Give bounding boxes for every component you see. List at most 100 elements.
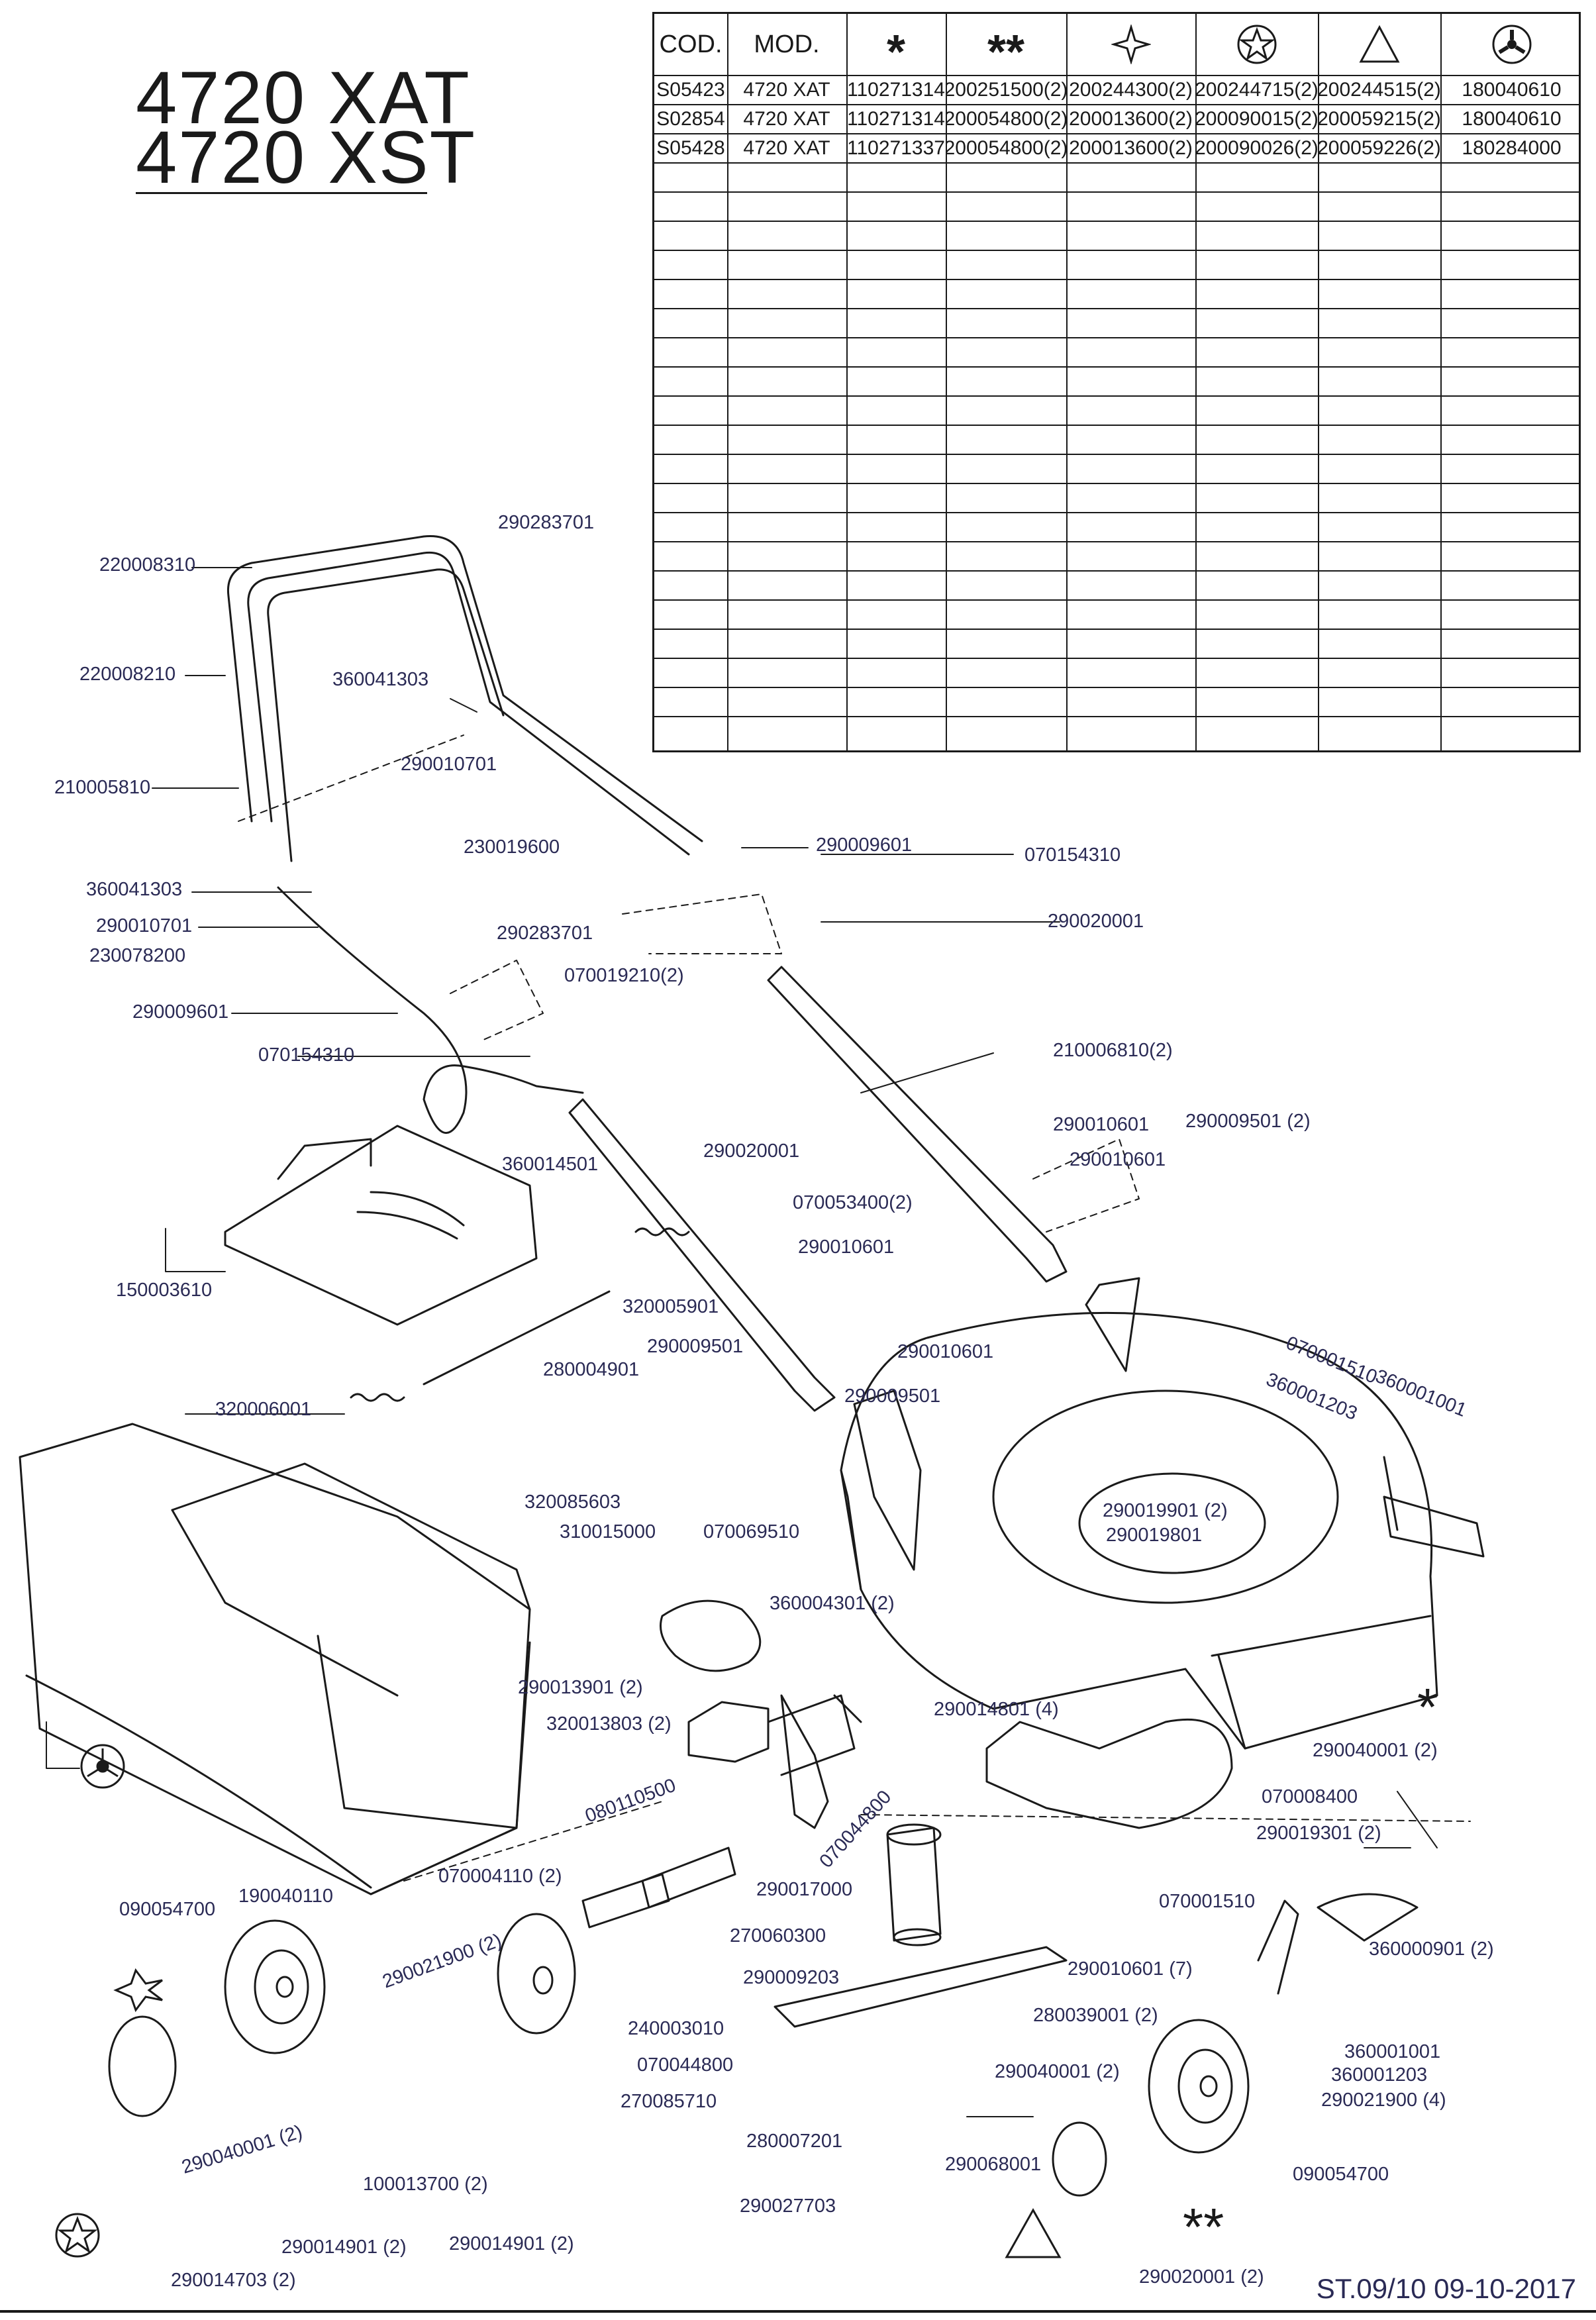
part-label-290021900: 290021900 (2) (379, 1930, 504, 1993)
table-row-divider (654, 250, 1579, 251)
table-cell: 200244715(2) (1195, 79, 1318, 101)
left-rear-wheel (224, 1919, 326, 2054)
table-column-divider (946, 14, 947, 750)
part-label-360001001: 360001001 (1344, 2041, 1440, 2062)
table-row-divider (654, 104, 1579, 105)
diagram-symbol-icons (55, 1744, 1062, 2258)
right-rear-pulley (497, 1913, 576, 2035)
part-label-290040001: 290040001 (2) (1313, 1740, 1438, 1761)
table-cell: 200244515(2) (1318, 79, 1440, 101)
lower-handle-bars (568, 966, 1068, 1412)
blade-adapter (886, 1823, 942, 1946)
title-underline (136, 192, 427, 194)
table-column-divider (1440, 14, 1442, 750)
front-height-adjuster (1257, 1893, 1419, 1995)
table-column-divider (1066, 14, 1068, 750)
table-row-divider (654, 366, 1579, 368)
part-label-070154310: 070154310 (1024, 844, 1121, 866)
table-column-divider (1318, 14, 1319, 750)
part-label-360041303: 360041303 (86, 879, 182, 900)
part-label-100013700: 100013700 (2) (363, 2174, 488, 2195)
part-label-360000901: 360000901 (2) (1369, 1939, 1494, 1960)
table-row-divider (654, 133, 1579, 134)
table-cell: S02854 (656, 108, 725, 130)
model-title-xst: 4720 XST (136, 116, 477, 199)
table-cell: 4720 XAT (743, 79, 830, 101)
drive-lever (780, 1694, 862, 1829)
front-right-wheel (1148, 2019, 1250, 2154)
part-label-230078200: 230078200 (89, 945, 185, 966)
mower-deck (840, 1311, 1438, 1750)
part-label-320085603: 320085603 (524, 1491, 621, 1513)
table-row-divider (654, 658, 1579, 659)
control-cable (277, 886, 584, 1135)
table-cell: 180284000 (1462, 137, 1562, 159)
rear-axle-rod (423, 1290, 611, 1386)
part-label-310015000: 310015000 (560, 1521, 656, 1542)
table-cell: 200054800(2) (946, 137, 1066, 159)
table-cell: S05423 (656, 79, 725, 101)
table-row-divider (654, 191, 1579, 193)
part-label-320006001: 320006001 (215, 1399, 311, 1420)
drive-belt (660, 1599, 762, 1672)
leader-lines (46, 567, 1438, 2117)
table-cell: 4720 XAT (743, 137, 830, 159)
table-row-divider (654, 629, 1579, 630)
part-label-290013901: 290013901 (2) (518, 1677, 643, 1698)
table-row-divider (654, 395, 1579, 397)
part-label-290283701: 290283701 (498, 512, 594, 533)
upper-handle (226, 535, 703, 862)
part-label-290014901: 290014901 (2) (449, 2233, 574, 2254)
table-cell: 200251500(2) (946, 79, 1066, 101)
table-row-divider (654, 483, 1579, 484)
part-label-290010701: 290010701 (96, 915, 192, 936)
part-label-290010601: 290010601 (798, 1236, 894, 1258)
part-label-290068001: 290068001 (945, 2154, 1041, 2175)
table-cell: 200090026(2) (1195, 137, 1318, 159)
part-label-0700534002: 070053400(2) (793, 1192, 913, 1213)
part-label-290027703: 290027703 (740, 2195, 836, 2217)
table-cell: 180040610 (1462, 108, 1562, 130)
part-label-290009501: 290009501 (844, 1386, 940, 1407)
table-cell: 110271337 (847, 137, 945, 159)
part-label-290019301: 290019301 (2) (1256, 1823, 1381, 1844)
wheel-hubcap-left (108, 2015, 177, 2117)
table-row-divider (654, 221, 1579, 222)
footer-revision: ST.09/10 09-10-2017 (1316, 2273, 1576, 2304)
part-label-070001510: 070001510 (1159, 1891, 1255, 1912)
part-label-070008400: 070008400 (1262, 1786, 1358, 1807)
part-label-290010701: 290010701 (401, 754, 497, 775)
star-in-circle-icon (1195, 14, 1318, 75)
part-label-240003010: 240003010 (628, 2018, 724, 2039)
part-label-270085710: 270085710 (621, 2091, 717, 2112)
triangle-icon (1318, 14, 1440, 75)
part-label-070044800: 070044800 (637, 2054, 733, 2076)
part-label-290009203: 290009203 (743, 1967, 839, 1988)
part-label-290020001: 290020001 (2) (1139, 2266, 1264, 2288)
part-label-290009501: 290009501 (2) (1185, 1111, 1311, 1132)
trefoil-circle-icon (80, 1744, 125, 1789)
table-column-divider (727, 14, 728, 750)
table-cell: 110271314 (847, 79, 945, 101)
table-cell: 200054800(2) (946, 108, 1066, 130)
table-cell: S05428 (656, 137, 725, 159)
table-row-divider (654, 75, 1579, 76)
part-label-360001001: 360001001 (1372, 1366, 1470, 1421)
dashed-alignment-lines (238, 734, 1471, 1882)
part-label-070154310: 070154310 (258, 1044, 354, 1066)
grass-collector-bag (19, 1423, 531, 1895)
rear-hinge-bracket (853, 1277, 1140, 1571)
table-header-mod: MOD. (754, 30, 820, 58)
cutting-blade (773, 1946, 1068, 2028)
table-cell: 110271314 (847, 108, 945, 130)
part-label-150003610: 150003610 (116, 1280, 212, 1301)
part-label-2100068102: 210006810(2) (1053, 1040, 1173, 1061)
part-label-090054700: 090054700 (1293, 2164, 1389, 2185)
part-label-290010601: 290010601 (1053, 1114, 1149, 1135)
trefoil-circle-icon (1440, 14, 1583, 75)
table-header-double-star: ** (987, 26, 1025, 75)
part-label-280004901: 280004901 (543, 1359, 639, 1380)
part-label-290010601: 290010601 (1070, 1149, 1166, 1170)
